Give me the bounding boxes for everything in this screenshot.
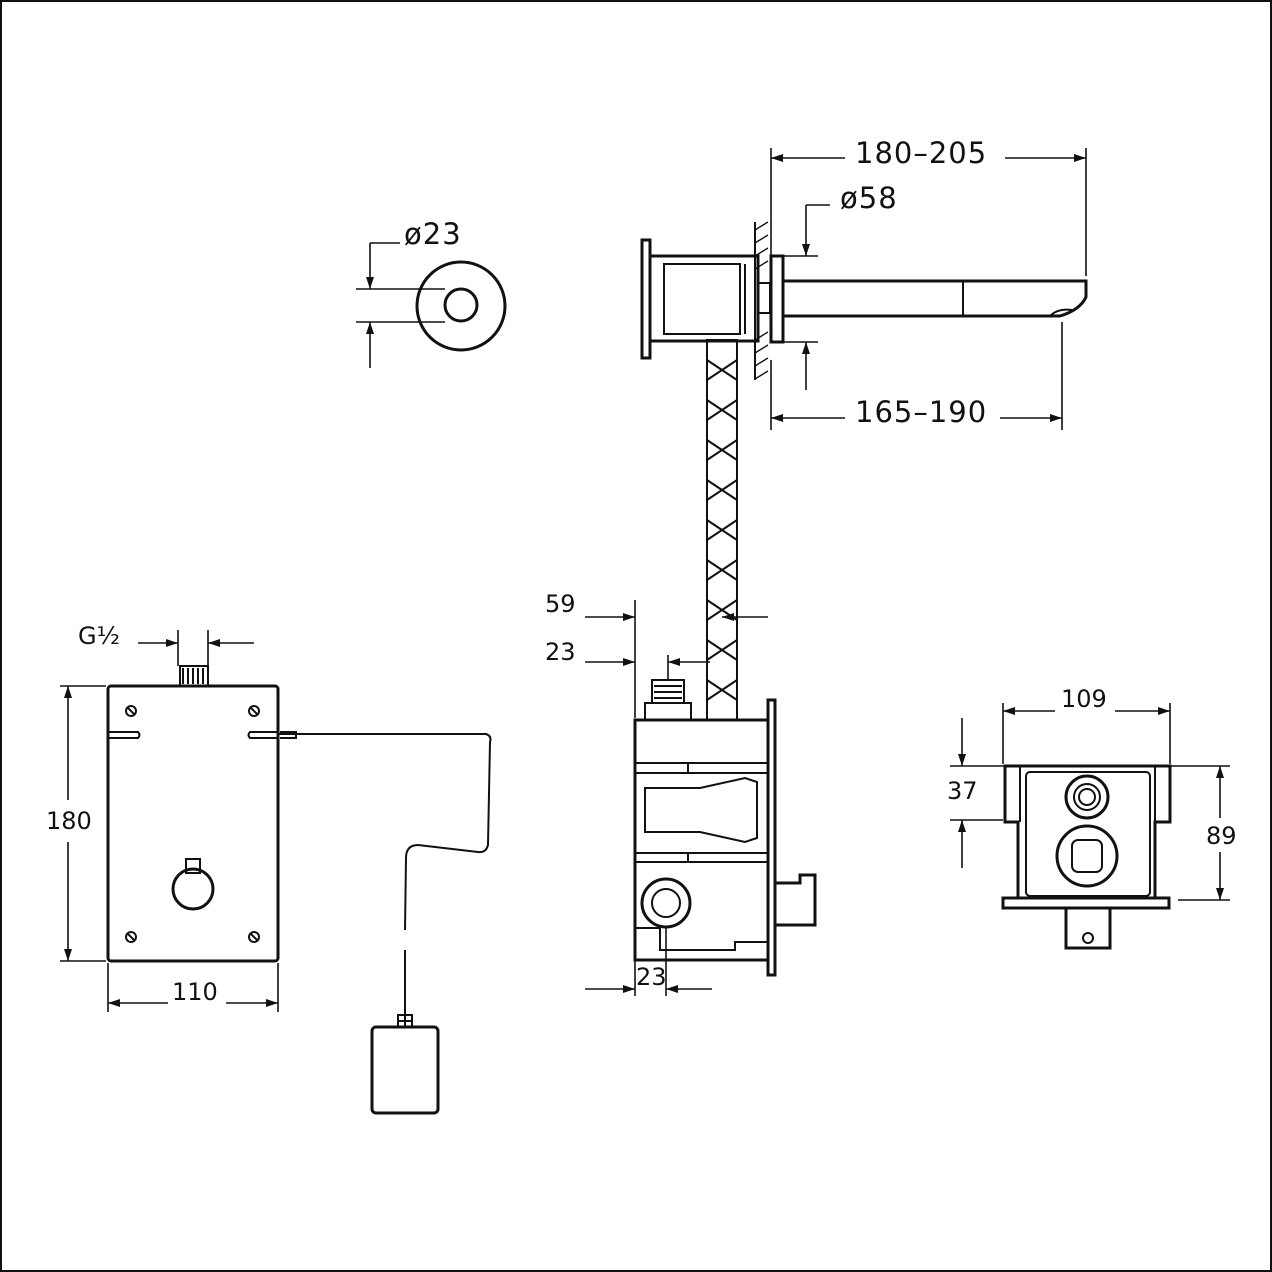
wall-hatch xyxy=(754,221,769,380)
screw-icon xyxy=(125,705,260,943)
concealed-body-side-view: 59 23 23 xyxy=(545,590,817,996)
dim-body-depth-37: 37 xyxy=(947,777,978,805)
spout-side-view: 180–205 ø58 165–190 xyxy=(640,136,1088,721)
dim-connection-offset-23: 23 xyxy=(545,638,576,666)
dim-body-width: 109 xyxy=(1061,685,1107,713)
dim-box-width: 110 xyxy=(172,978,218,1006)
dim-sensor-diameter: ø23 xyxy=(404,217,462,251)
dim-rosette-diameter: ø58 xyxy=(840,181,898,215)
dim-body-height-89: 89 xyxy=(1206,822,1237,850)
dim-bottom-offset-23: 23 xyxy=(636,963,667,991)
concealed-body-front-view: 109 37 89 xyxy=(947,685,1237,950)
dim-spout-projection-max: 180–205 xyxy=(855,136,987,170)
dim-connection-offset-59: 59 xyxy=(545,590,576,618)
control-box-front-view: G½ 180 110 xyxy=(46,622,492,1115)
dim-connection-thread: G½ xyxy=(78,622,120,650)
sensor-front-view: ø23 xyxy=(356,217,507,368)
dim-box-height: 180 xyxy=(46,807,92,835)
dim-spout-projection-min: 165–190 xyxy=(855,395,987,429)
